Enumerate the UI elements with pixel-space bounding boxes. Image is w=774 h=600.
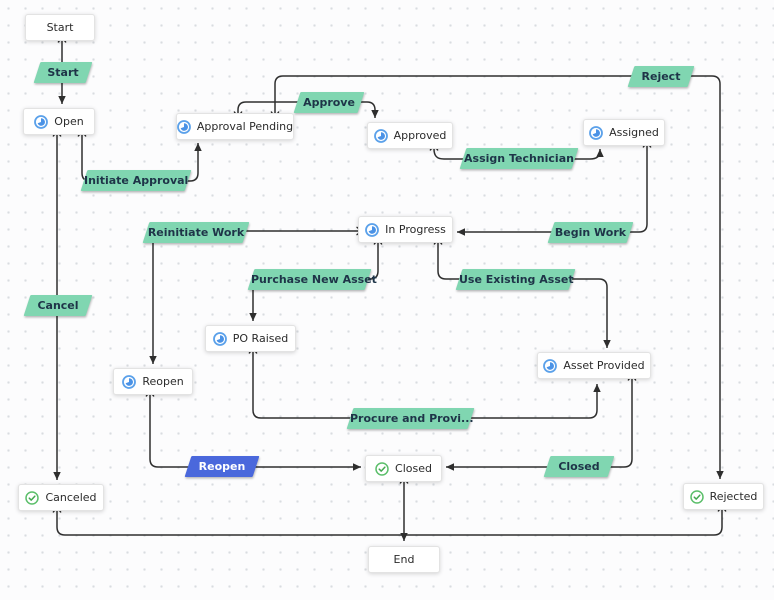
node-open[interactable]: Open [23, 108, 95, 135]
transition-initiate-approval[interactable]: Initiate Approval [84, 170, 188, 191]
transition-label: Reinitiate Work [147, 226, 245, 239]
transition-assign-technician[interactable]: Assign Technician [463, 148, 575, 169]
node-canceled[interactable]: Canceled [18, 484, 104, 511]
node-label: Canceled [45, 491, 97, 504]
transition-label: Reject [641, 70, 681, 83]
transition-label: Begin Work [554, 226, 627, 239]
node-label: Closed [395, 462, 432, 475]
transition-reinitiate-work[interactable]: Reinitiate Work [146, 222, 246, 243]
node-approved[interactable]: Approved [367, 122, 453, 149]
transition-label: Initiate Approval [84, 174, 189, 187]
edge-rejected-end[interactable] [406, 508, 727, 536]
transition-label: Assign Technician [464, 152, 574, 165]
transition-reject[interactable]: Reject [631, 66, 691, 87]
node-reopen[interactable]: Reopen [113, 368, 193, 395]
check-green-icon [689, 489, 704, 504]
transition-reopen[interactable]: Reopen [188, 456, 256, 477]
transition-label: Cancel [37, 299, 79, 312]
transition-label: Start [47, 66, 79, 79]
node-label: End [393, 553, 415, 566]
check-green-icon [375, 461, 389, 476]
state-blue-icon [212, 331, 227, 346]
edge-asset-provided-closed[interactable] [446, 377, 637, 471]
edge-reopen-closed[interactable] [145, 393, 361, 471]
node-start[interactable]: Start [25, 14, 95, 41]
state-blue-icon [34, 114, 49, 129]
transition-label: Procure and Provi... [350, 412, 474, 425]
node-label: Reopen [142, 375, 184, 388]
transition-procure-and-provide[interactable]: Procure and Provi... [350, 408, 474, 429]
state-blue-icon [365, 222, 380, 237]
node-rejected[interactable]: Rejected [683, 483, 764, 510]
node-label: Approval Pending [196, 120, 294, 133]
node-approval-pending[interactable]: Approval Pending [176, 113, 294, 140]
transition-label: Use Existing Asset [459, 273, 574, 286]
state-blue-icon [176, 119, 191, 134]
edge-canceled-end[interactable] [52, 509, 404, 536]
node-label: Assigned [609, 126, 659, 139]
transition-label: Purchase New Asset [251, 273, 377, 286]
transition-use-existing-asset[interactable]: Use Existing Asset [459, 269, 574, 290]
node-label: Asset Provided [563, 359, 645, 372]
node-assigned[interactable]: Assigned [583, 119, 665, 146]
node-asset-provided[interactable]: Asset Provided [537, 352, 651, 379]
transition-purchase-new-asset[interactable]: Purchase New Asset [251, 269, 377, 290]
transition-label: Approve [303, 96, 355, 109]
edge-approval-pending-rejected[interactable] [270, 75, 724, 479]
check-green-icon [25, 490, 40, 505]
transition-start[interactable]: Start [37, 62, 89, 83]
state-blue-icon [589, 125, 604, 140]
transition-approve[interactable]: Approve [297, 92, 361, 113]
transition-cancel[interactable]: Cancel [27, 295, 89, 316]
node-label: Open [54, 115, 84, 128]
edge-assigned-in-progress[interactable] [457, 144, 652, 236]
node-closed[interactable]: Closed [365, 455, 442, 482]
transition-label: Closed [558, 460, 600, 473]
state-blue-icon [543, 358, 558, 373]
node-in-progress[interactable]: In Progress [358, 216, 453, 243]
transition-closed[interactable]: Closed [547, 456, 611, 477]
node-label: Start [46, 21, 74, 34]
edge-in-progress-asset-provided[interactable] [433, 241, 611, 348]
transition-label: Reopen [198, 460, 246, 473]
node-label: PO Raised [232, 332, 289, 345]
node-label: Approved [393, 129, 447, 142]
state-blue-icon [373, 128, 388, 143]
node-end[interactable]: End [368, 546, 440, 573]
node-label: Rejected [709, 490, 758, 503]
state-blue-icon [122, 374, 137, 389]
node-label: In Progress [385, 223, 446, 236]
transition-begin-work[interactable]: Begin Work [551, 222, 630, 243]
node-po-raised[interactable]: PO Raised [205, 325, 296, 352]
